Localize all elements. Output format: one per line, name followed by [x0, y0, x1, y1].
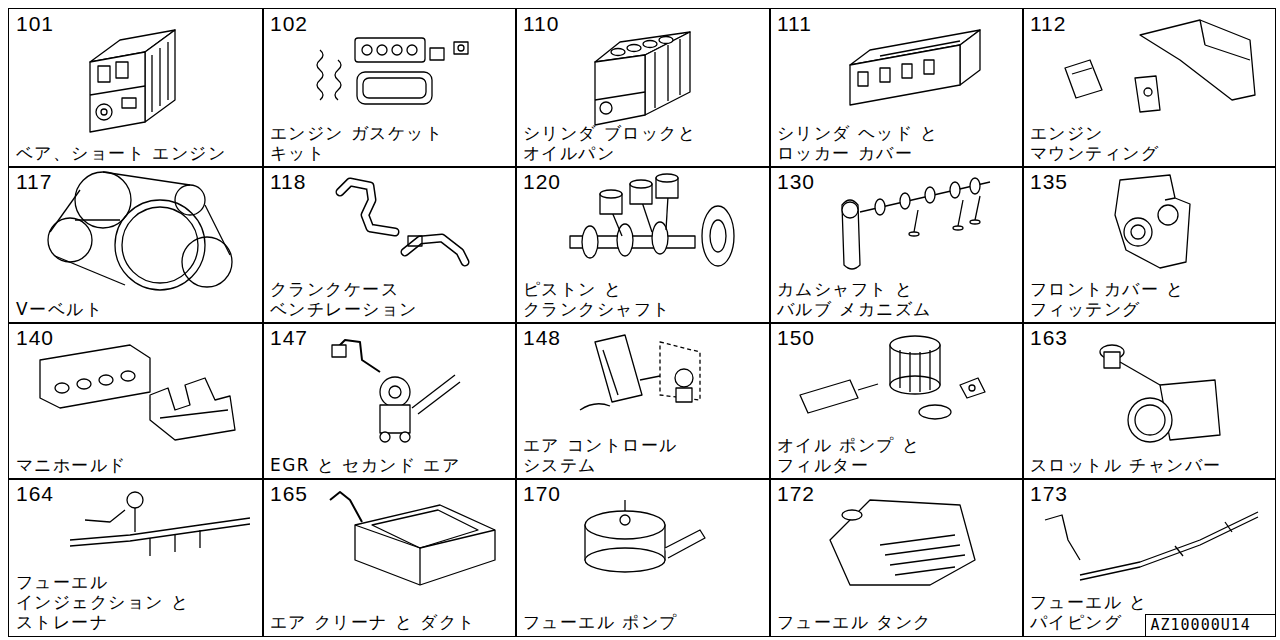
catalog-cell: 140 マニホールド [8, 322, 264, 480]
section-name: Vーベルト [16, 299, 257, 319]
catalog-cell: 101 ベア、ショート エンジン [8, 8, 264, 168]
section-name: オイル ポンプ と フィルター [777, 435, 1017, 475]
catalog-cell: 110 シリンダ ブロックと オイルパン [515, 8, 771, 168]
section-name: EGR と セカンド エア [270, 455, 510, 475]
catalog-cell: 117Vーベルト [8, 166, 264, 324]
section-number: 110 [523, 12, 764, 36]
drawing-code: AZ10000U14 [1151, 616, 1251, 634]
air-cleaner-illustration [330, 492, 495, 585]
section-name: シリンダ ブロックと オイルパン [523, 123, 764, 163]
section-name: エンジン マウンティング [1030, 123, 1269, 163]
section-number: 163 [1030, 326, 1269, 350]
catalog-cell: 111 シリンダ ヘッド と ロッカー カバー [769, 8, 1024, 168]
section-number: 147 [270, 326, 510, 350]
section-number: 102 [270, 12, 510, 36]
section-number: 135 [1030, 170, 1269, 194]
section-name: ベア、ショート エンジン [16, 143, 257, 163]
catalog-cell: 130 カムシャフト と バルブ メカニズム [769, 166, 1024, 324]
section-name: フューエル タンク [777, 612, 1017, 632]
camshaft-illustration [842, 178, 990, 269]
section-name: スロットル チャンバー [1030, 455, 1269, 475]
section-number: 111 [777, 12, 1017, 36]
section-number: 120 [523, 170, 764, 194]
air-control-illustration [580, 335, 700, 410]
hose-illustration [340, 182, 465, 262]
catalog-cell: 173フューエル と パイピング [1022, 478, 1276, 637]
section-name: マニホールド [16, 455, 257, 475]
catalog-cell: 112 エンジン マウンティング [1022, 8, 1276, 168]
section-number: 172 [777, 482, 1017, 506]
section-number: 164 [16, 482, 257, 506]
section-name: エア コントロール システム [523, 435, 764, 475]
catalog-cell: 165 エア クリーナ と ダクト [262, 478, 517, 637]
piston-crankshaft-illustration [570, 174, 734, 266]
section-number: 118 [270, 170, 510, 194]
section-name: エンジン ガスケット キット [270, 123, 510, 163]
section-number: 130 [777, 170, 1017, 194]
drawing-code-box: AZ10000U14 [1145, 614, 1276, 637]
section-number: 165 [270, 482, 510, 506]
section-number: 101 [16, 12, 257, 36]
cylinder-block-illustration [595, 32, 690, 125]
catalog-cell: 118 クランクケース ベンチレーション [262, 166, 517, 324]
section-number: 148 [523, 326, 764, 350]
cylinder-head-illustration [850, 30, 980, 105]
oil-pump-filter-illustration [800, 336, 985, 419]
section-number: 170 [523, 482, 764, 506]
catalog-cell: 148 エア コントロール システム [515, 322, 771, 480]
v-belt-illustration [48, 172, 232, 290]
section-number: 112 [1030, 12, 1269, 36]
catalog-cell: 164 フューエル インジェクション と ストレーナ [8, 478, 264, 637]
catalog-cell: 120 ピストン と クランクシャフト [515, 166, 771, 324]
throttle-chamber-illustration [1100, 345, 1220, 442]
section-name: カムシャフト と バルブ メカニズム [777, 279, 1017, 319]
section-name: フューエル ポンプ [523, 612, 764, 632]
catalog-cell: 147EGR と セカンド エア [262, 322, 517, 480]
section-number: 173 [1030, 482, 1269, 506]
egr-valve-illustration [332, 340, 460, 442]
front-cover-illustration [1115, 175, 1190, 268]
mounting-illustration [1065, 20, 1255, 112]
catalog-cell: 102 エンジン ガスケット キット [262, 8, 517, 168]
section-name: フューエル インジェクション と ストレーナ [16, 572, 257, 632]
fuel-piping-illustration [1045, 512, 1258, 580]
catalog-cell: 135 フロントカバー と フィッテング [1022, 166, 1276, 324]
section-number: 140 [16, 326, 257, 350]
catalog-cell: 170 フューエル ポンプ [515, 478, 771, 637]
section-name: ピストン と クランクシャフト [523, 279, 764, 319]
engine-illustration [90, 30, 175, 132]
section-number: 117 [16, 170, 257, 194]
section-name: エア クリーナ と ダクト [270, 612, 510, 632]
section-name: クランクケース ベンチレーション [270, 279, 510, 319]
section-name: シリンダ ヘッド と ロッカー カバー [777, 123, 1017, 163]
catalog-cell: 163 スロットル チャンバー [1022, 322, 1276, 480]
catalog-cell: 172 フューエル タンク [769, 478, 1024, 637]
manifold-illustration [40, 345, 235, 440]
catalog-cell: 150 オイル ポンプ と フィルター [769, 322, 1024, 480]
section-number: 150 [777, 326, 1017, 350]
fuel-injection-illustration [70, 492, 250, 556]
fuel-tank-illustration [830, 500, 975, 585]
section-name: フロントカバー と フィッテング [1030, 279, 1269, 319]
fuel-pump-illustration [585, 500, 705, 572]
gasket-illustration [317, 38, 468, 104]
